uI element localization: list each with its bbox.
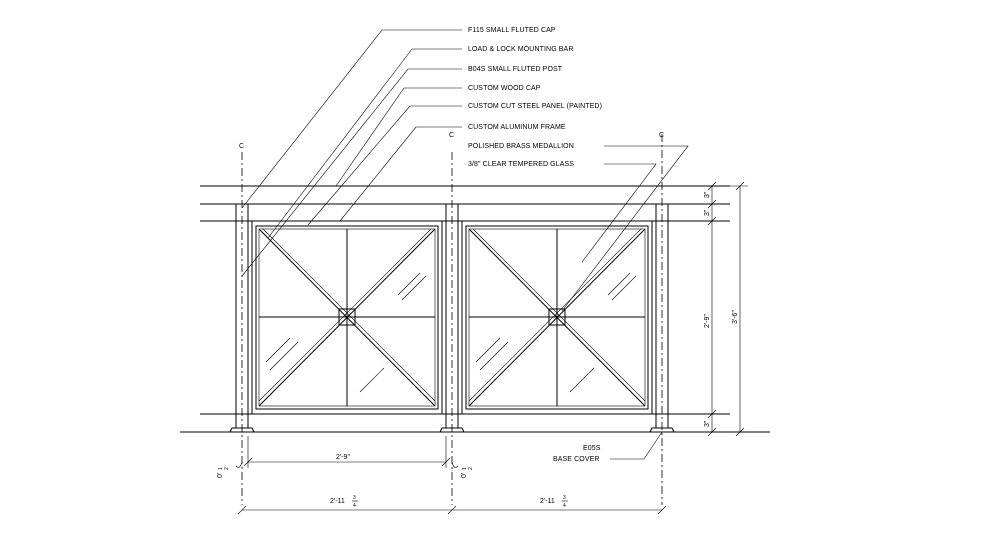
- centerline-mark-right: C: [659, 132, 664, 139]
- callout-base-cover-code: E05S: [583, 445, 601, 452]
- callout-labels: F115 SMALL FLUTED CAP LOAD & LOCK MOUNTI…: [468, 27, 602, 463]
- callout-brass-medallion: POLISHED BRASS MEDALLION: [468, 143, 574, 150]
- callout-aluminum-frame: CUSTOM ALUMINUM FRAME: [468, 124, 566, 131]
- medallion-left: [338, 308, 356, 326]
- dim-offset-left-den: 2: [224, 467, 230, 470]
- dim-bay-2-frac-num: 3: [563, 495, 566, 501]
- post-left: [229, 152, 255, 505]
- dim-bay-width-1: 2'-11: [330, 498, 345, 505]
- post-right: [649, 134, 675, 505]
- dim-offset-left-whole: 0': [217, 473, 224, 478]
- dim-bottom-3in: 3": [704, 420, 711, 427]
- callout-mounting-bar: LOAD & LOCK MOUNTING BAR: [468, 46, 573, 53]
- dim-bay-2-frac-den: 4: [563, 503, 566, 509]
- callout-fluted-post: B04S SMALL FLUTED POST: [468, 66, 563, 73]
- dim-bay-1-frac-den: 4: [353, 503, 356, 509]
- dim-top-3in: 3": [704, 191, 711, 198]
- panel-right: [461, 220, 653, 415]
- centerline-mark-left: C: [239, 143, 244, 150]
- dim-bay-width-2: 2'-11: [540, 498, 555, 505]
- callout-leaders: [241, 29, 689, 460]
- dim-second-3in: 3": [704, 209, 711, 216]
- callout-tempered-glass: 3/8" CLEAR TEMPERED GLASS: [468, 161, 574, 168]
- callout-wood-cap: CUSTOM WOOD CAP: [468, 85, 541, 92]
- centerline-mark-middle: C: [449, 132, 454, 139]
- callout-steel-panel: CUSTOM CUT STEEL PANEL (PAINTED): [468, 103, 602, 110]
- dim-offset-mid-whole: 0': [461, 473, 468, 478]
- vertical-dimensions: 3" 3" 2'-9" 3" 3'-6": [704, 181, 748, 437]
- callout-base-cover-label: BASE COVER: [553, 456, 600, 463]
- post-middle: [439, 152, 465, 505]
- dim-panel-height: 2'-9": [704, 314, 711, 328]
- dim-offset-left-num: 1: [218, 467, 224, 470]
- dim-bay-1-frac-num: 3: [353, 495, 356, 501]
- medallion-right: [548, 308, 566, 326]
- dim-offset-mid-num: 1: [462, 467, 468, 470]
- dim-total-height: 3'-6": [732, 310, 739, 324]
- panel-left: [251, 220, 443, 415]
- callout-f115-cap: F115 SMALL FLUTED CAP: [468, 27, 556, 34]
- horizontal-dimensions: 2'-9" 2'-11 3 4 2'-11 3 4 0' 1 2 0' 1 2: [217, 436, 667, 515]
- dim-offset-mid-den: 2: [468, 467, 474, 470]
- dim-panel-width: 2'-9": [336, 454, 350, 461]
